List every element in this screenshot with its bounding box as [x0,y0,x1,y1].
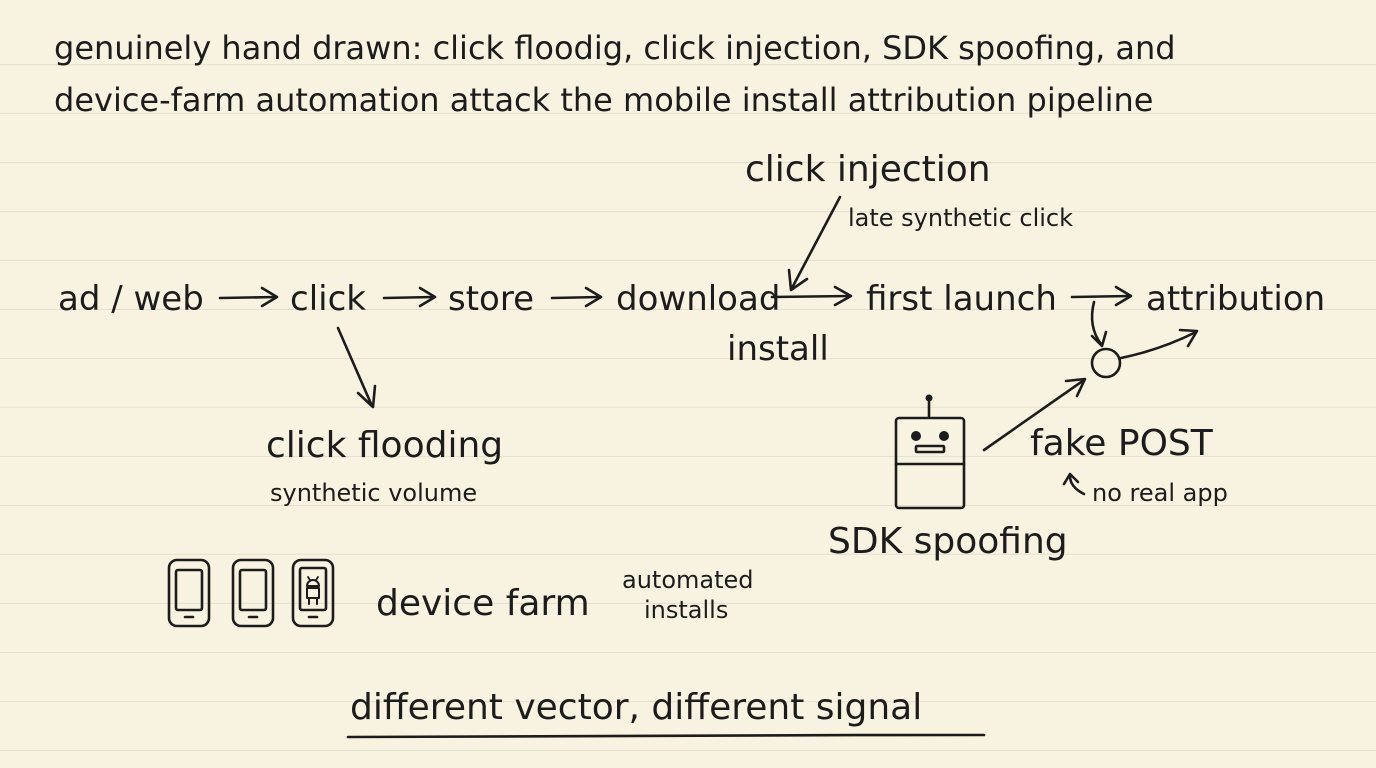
device-farm-note-line-2: installs [644,596,729,624]
node-ad-web: ad / web [58,279,204,319]
no-real-app-arrow [1062,472,1086,496]
node-click: click [290,279,366,319]
robot-icon [894,394,966,510]
node-attribution: attribution [1146,279,1326,319]
no-real-app-note: no real app [1092,479,1228,507]
click-flooding-label: click flooding [266,425,504,466]
click-flooding-arrow [336,326,377,409]
sdk-spoofing-label: SDK spoofing [828,521,1068,562]
title-line-1: genuinely hand drawn: click floodig, cli… [54,29,1176,67]
arrow-store-to-download [550,286,603,308]
device-farm-note-line-1: automated [622,566,754,594]
node-install: install [727,329,829,369]
click-injection-note: late synthetic click [848,204,1074,232]
click-injection-arrow [787,195,842,292]
node-store: store [448,279,534,319]
merge-to-attribution-arrow [1119,330,1198,360]
fake-post-arrow [982,377,1087,452]
device-farm-label: device farm [376,583,590,624]
arrow-click-to-store [382,286,437,308]
first-launch-hook [1090,300,1103,346]
fake-post-label: fake POST [1030,423,1213,464]
footer-underline [346,733,986,739]
arrow-ad-to-click [218,286,279,308]
arrow-first-launch-to-attribution [1070,285,1133,307]
node-first-launch: first launch [866,279,1057,319]
click-injection-label: click injection [745,149,991,190]
android-phone-icon [291,558,335,628]
arrow-download-to-first-launch [770,285,853,307]
phone-icon [167,558,211,628]
click-flooding-note: synthetic volume [270,479,478,507]
attribution-merge-node [1090,347,1122,379]
node-download: download [616,279,781,319]
phone-icon [231,558,275,628]
title-line-2: device-farm automation attack the mobile… [54,81,1154,119]
footer-tagline: different vector, different signal [350,687,923,728]
